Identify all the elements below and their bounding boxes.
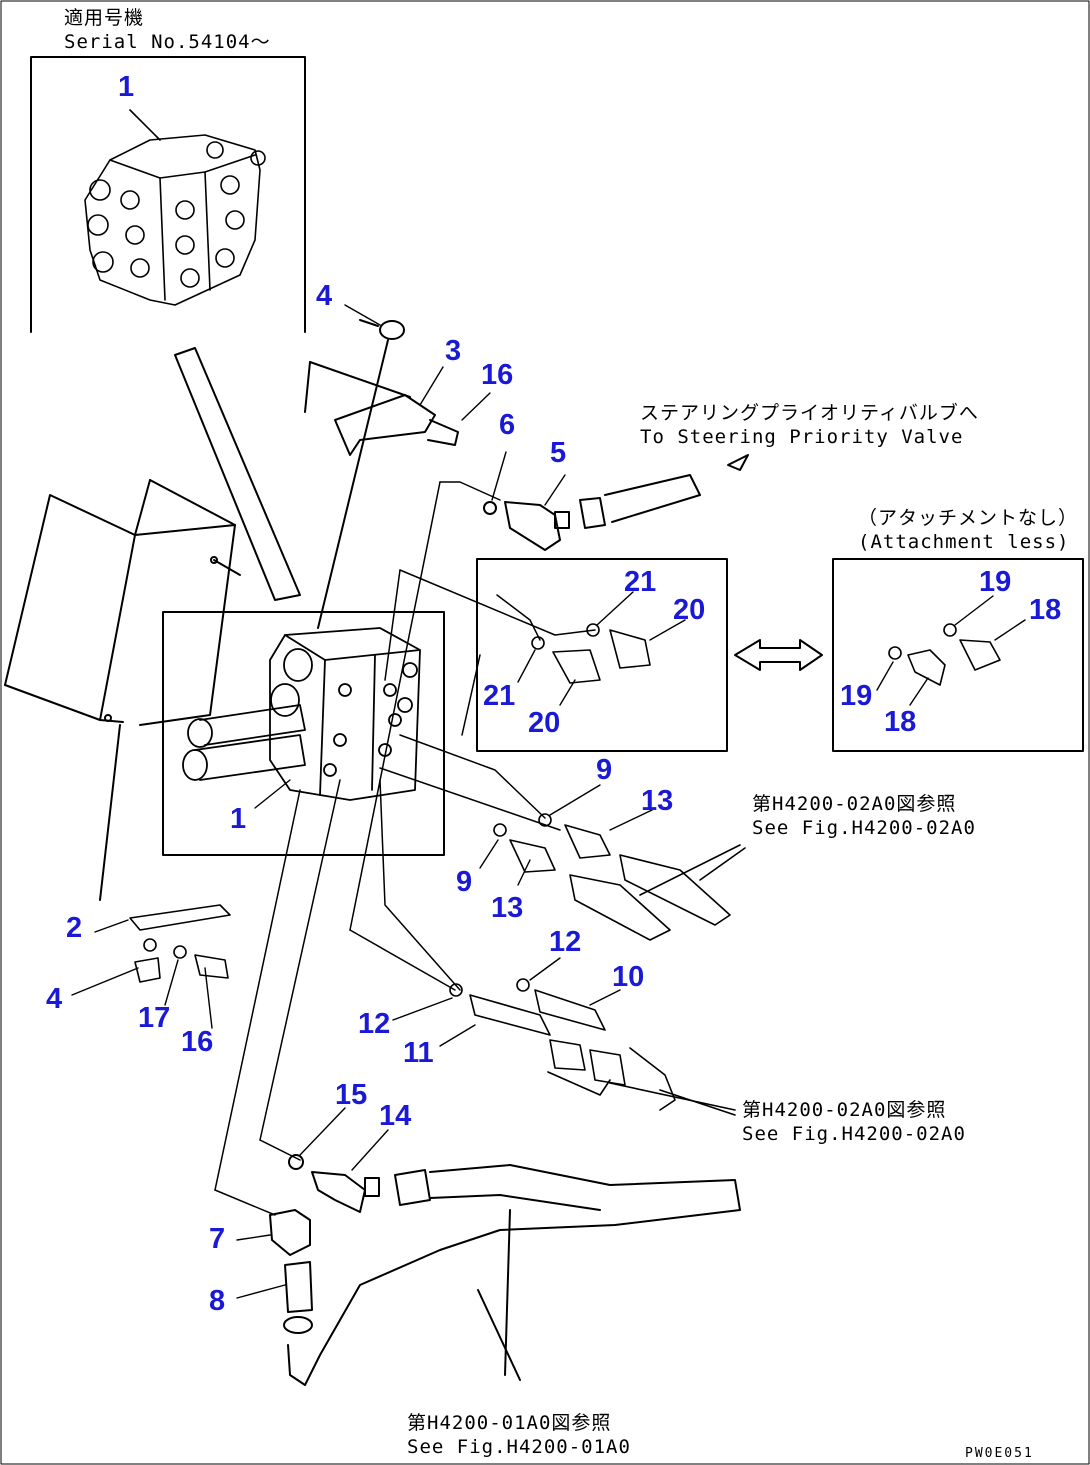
callout-part: 9 <box>456 866 473 898</box>
callout-part: 3 <box>445 335 462 367</box>
inset-frame-option-b <box>832 558 1084 752</box>
control-valve-small <box>84 109 266 306</box>
hose-lower <box>287 1154 741 1386</box>
serial-number: Serial No.54104～ <box>64 31 271 53</box>
callout-part: 13 <box>491 892 524 924</box>
reference-c-en: See Fig.H4200-01A0 <box>407 1436 631 1458</box>
reference-note-c: 第H4200-01A0図参照 See Fig.H4200-01A0 <box>407 1411 631 1459</box>
inset-frame-option-a <box>476 558 728 752</box>
reference-b-en: See Fig.H4200-02A0 <box>742 1123 966 1145</box>
callout-part: 19 <box>979 566 1012 598</box>
fittings-option-a <box>531 623 651 684</box>
callout-part: 18 <box>1029 594 1062 626</box>
rod <box>174 347 301 601</box>
reference-note-a: 第H4200-02A0図参照 See Fig.H4200-02A0 <box>752 792 976 840</box>
callout-part: 12 <box>549 926 582 958</box>
callout-part: 13 <box>641 785 674 817</box>
attachment-note-en: (Attachment less) <box>858 531 1070 553</box>
callout-part: 9 <box>596 754 613 786</box>
control-valve-main <box>182 627 421 801</box>
fittings-option-b <box>888 623 1001 686</box>
reference-note-b: 第H4200-02A0図参照 See Fig.H4200-02A0 <box>742 1098 966 1146</box>
callout-part: 16 <box>481 359 514 391</box>
fittings-7-8 <box>269 1209 313 1334</box>
inset-frame-valve-block <box>162 611 445 856</box>
serial-caption: 適用号機 Serial No.54104～ <box>64 6 271 54</box>
leader-lines <box>71 304 1026 1299</box>
callout-part: 15 <box>335 1079 368 1111</box>
callout-part: 17 <box>138 1002 171 1034</box>
callout-part: 11 <box>403 1037 434 1069</box>
callout-part: 6 <box>499 409 516 441</box>
elbow-fitting-5 <box>483 454 749 551</box>
bracket-upper <box>304 361 459 456</box>
callout-part: 20 <box>673 594 706 626</box>
steering-note: ステアリングプライオリティバルブへ To Steering Priority V… <box>640 401 979 449</box>
guard-plate <box>4 479 241 901</box>
fittings-13 <box>493 813 746 941</box>
inset-frame-serial <box>30 56 306 333</box>
callout-part: 12 <box>358 1008 391 1040</box>
callout-part: 5 <box>550 437 567 469</box>
callout-part: 14 <box>379 1100 412 1132</box>
attachment-note-jp: （アタッチメントなし） <box>858 507 1079 529</box>
callout-part: 20 <box>528 707 561 739</box>
callout-part: 1 <box>118 71 135 103</box>
callout-part: 4 <box>316 280 333 312</box>
assembly-lines <box>214 481 596 1216</box>
callout-part: 1 <box>230 803 247 835</box>
reference-b-jp: 第H4200-02A0図参照 <box>742 1099 947 1121</box>
applicable-label: 適用号機 <box>64 7 145 29</box>
callout-part: 2 <box>66 912 83 944</box>
fittings-10-11 <box>449 978 736 1116</box>
drawing-code: PW0E051 <box>965 1446 1034 1461</box>
double-arrow <box>734 639 823 671</box>
callout-part: 19 <box>840 680 873 712</box>
bracket-lower <box>129 904 231 983</box>
callout-part: 8 <box>209 1285 226 1317</box>
reference-a-en: See Fig.H4200-02A0 <box>752 817 976 839</box>
callout-part: 10 <box>612 961 645 993</box>
steering-note-en: To Steering Priority Valve <box>640 426 964 448</box>
reference-c-jp: 第H4200-01A0図参照 <box>407 1412 612 1434</box>
steering-note-jp: ステアリングプライオリティバルブへ <box>640 402 979 424</box>
bolt-upper <box>317 319 405 629</box>
callout-part: 16 <box>181 1026 214 1058</box>
attachment-note: （アタッチメントなし） (Attachment less) <box>858 506 1078 554</box>
callout-part: 21 <box>483 680 516 712</box>
callout-part: 7 <box>209 1223 226 1255</box>
callout-part: 21 <box>624 566 657 598</box>
callout-part: 18 <box>884 706 917 738</box>
callout-part: 4 <box>46 983 63 1015</box>
reference-a-jp: 第H4200-02A0図参照 <box>752 793 957 815</box>
